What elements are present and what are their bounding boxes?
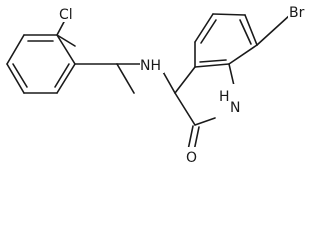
benzo-ring — [194, 13, 258, 68]
atom-label-cl: Cl — [57, 5, 79, 23]
double-bond-line — [199, 59, 227, 63]
double-bond-line — [54, 63, 70, 88]
oxygen-label: O — [186, 150, 197, 166]
bond — [212, 13, 246, 16]
bond-ch-ch3 — [116, 63, 135, 94]
lactam-n-label: N — [230, 100, 240, 116]
bond — [6, 63, 25, 94]
atom-label-br: Br — [288, 3, 312, 21]
bond — [244, 14, 258, 46]
bond — [194, 63, 230, 68]
bond — [194, 13, 214, 43]
bromine-label: Br — [289, 5, 305, 21]
amine-nh-label: NH — [140, 58, 161, 74]
bond — [56, 34, 76, 65]
double-bond-line — [200, 19, 217, 44]
structure-diagram: Cl NH N H O Br — [6, 3, 312, 166]
bond — [56, 63, 76, 94]
atom-label-o: O — [183, 147, 199, 166]
lactam-h-label: H — [219, 89, 230, 105]
bond — [174, 66, 196, 94]
chlorine-label: Cl — [59, 7, 73, 23]
bond-nh-c3 — [161, 69, 176, 94]
bond — [228, 44, 258, 65]
double-bond-line — [12, 63, 28, 88]
bond-c-cl — [56, 19, 66, 36]
bond — [6, 34, 25, 65]
atom-label-nh-amine: NH — [140, 56, 164, 74]
chlorophenyl-ring — [6, 34, 76, 94]
bond — [174, 92, 196, 126]
bond-c-br — [256, 14, 291, 46]
carbonyl-bond — [187, 125, 194, 151]
bond — [56, 34, 76, 47]
bond — [194, 117, 216, 126]
double-bond-line — [239, 19, 252, 45]
atom-label-lactam-nh: N H — [219, 84, 247, 116]
